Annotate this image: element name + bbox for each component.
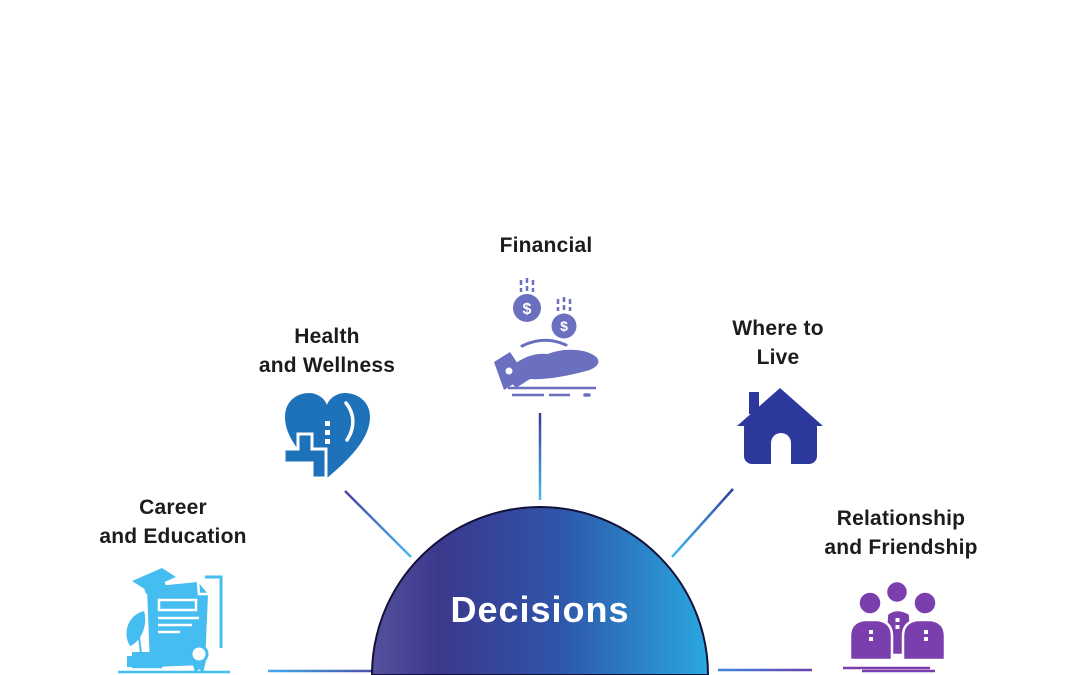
decisions-label: Decisions — [450, 589, 629, 630]
label-line: and Friendship — [824, 536, 978, 559]
label-relationship-and-friendship: Relationship and Friendship — [786, 504, 1016, 562]
label-line: Career — [139, 496, 207, 519]
label-line: Live — [756, 346, 800, 369]
hand-catching-coins-icon: $ $ — [494, 278, 599, 397]
connector-where-to-live — [671, 488, 734, 558]
label-health-and-wellness: Health and Wellness — [217, 322, 437, 380]
label-line: Health — [294, 325, 360, 348]
label-line: and Education — [99, 525, 247, 548]
decisions-dome — [370, 506, 710, 675]
connector-health — [344, 490, 412, 558]
three-people-icon — [843, 580, 947, 673]
label-line: Relationship — [836, 507, 966, 530]
label-line: and Wellness — [258, 354, 396, 377]
label-line: Financial — [499, 234, 593, 257]
house-icon — [737, 388, 823, 464]
document-quill-graduation-icon — [118, 568, 230, 674]
label-financial: Financial — [446, 231, 646, 260]
heart-medical-cross-icon — [282, 393, 370, 480]
label-line: Where to — [732, 317, 824, 340]
coin-dollar-sign: $ — [560, 318, 568, 334]
label-career-and-education: Career and Education — [63, 493, 283, 551]
coin-dollar-sign: $ — [523, 301, 532, 318]
label-where-to-live: Where to Live — [678, 314, 878, 372]
